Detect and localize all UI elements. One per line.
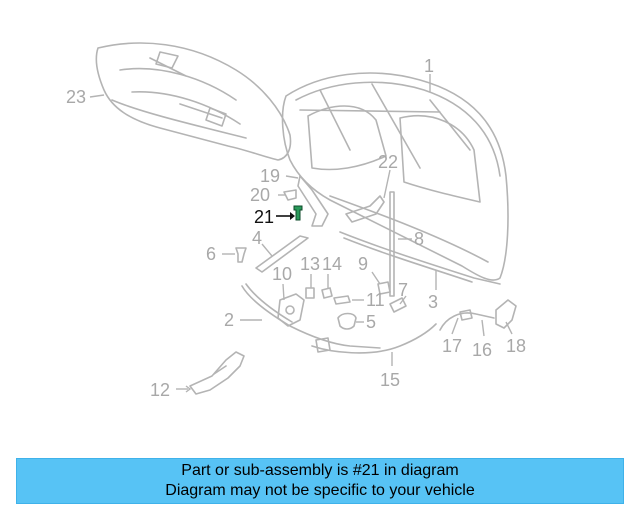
push-pin <box>235 247 247 263</box>
release-handle <box>495 299 517 329</box>
bolt-11 <box>333 295 351 305</box>
callout-2: 2 <box>224 310 234 330</box>
callout-4: 4 <box>252 228 262 248</box>
leader-17 <box>451 317 459 335</box>
banner-part-text: Part or sub-assembly is #21 in diagram <box>181 462 459 479</box>
callout-20: 20 <box>250 185 270 205</box>
callout-21: 21 <box>254 207 274 227</box>
hood-bumper <box>337 312 357 330</box>
release-handle-cable <box>439 309 495 331</box>
leader-12 <box>176 385 192 393</box>
callout-16: 16 <box>472 340 492 360</box>
leader-22 <box>383 169 391 199</box>
prop-rod-bracket <box>345 195 385 223</box>
side-seal-strip <box>255 235 309 273</box>
hood-panel <box>281 72 509 281</box>
clip-14 <box>321 287 333 299</box>
leader-4 <box>261 243 273 257</box>
callout-7: 7 <box>398 280 408 300</box>
hood-striker <box>189 351 245 395</box>
parts-diagram: 23 1 19 20 21 22 8 4 6 10 13 14 9 7 3 11… <box>66 42 526 400</box>
leader-9 <box>371 271 381 285</box>
callout-1: 1 <box>424 56 434 76</box>
leader-7 <box>399 295 407 305</box>
banner-disclaimer-text: Diagram may not be specific to your vehi… <box>165 482 475 499</box>
callout-12: 12 <box>150 380 170 400</box>
latch-bracket-13 <box>305 287 315 299</box>
callout-14: 14 <box>322 254 342 274</box>
leader-23 <box>89 94 105 98</box>
callout-8: 8 <box>414 229 424 249</box>
leader-10 <box>282 283 285 301</box>
leader-21 <box>276 212 295 220</box>
callout-22: 22 <box>378 152 398 172</box>
callout-10: 10 <box>272 264 292 284</box>
info-banner: Part or sub-assembly is #21 in diagram D… <box>16 458 624 504</box>
callout-5: 5 <box>366 312 376 332</box>
clip-20 <box>283 189 297 201</box>
callout-23: 23 <box>66 87 86 107</box>
callout-18: 18 <box>506 336 526 356</box>
hood-prop-rod <box>389 191 395 297</box>
leader-16 <box>481 319 485 337</box>
callout-6: 6 <box>206 244 216 264</box>
hood-seal-strip <box>339 231 501 285</box>
release-cable <box>241 283 381 349</box>
hood-insulator-pad <box>95 42 292 161</box>
callout-3: 3 <box>428 292 438 312</box>
callout-9: 9 <box>358 254 368 274</box>
leader-18 <box>505 321 513 335</box>
callout-19: 19 <box>260 166 280 186</box>
clip-7 <box>389 297 407 313</box>
grommet-9 <box>377 281 391 295</box>
callout-15: 15 <box>380 370 400 390</box>
bolt-21-highlighted <box>293 205 303 221</box>
callout-11: 11 <box>366 290 385 310</box>
secondary-cable <box>311 323 437 354</box>
leader-19 <box>285 175 299 179</box>
callout-17: 17 <box>442 336 462 356</box>
hood-hinge-arm <box>297 175 329 227</box>
callout-13: 13 <box>300 254 320 274</box>
